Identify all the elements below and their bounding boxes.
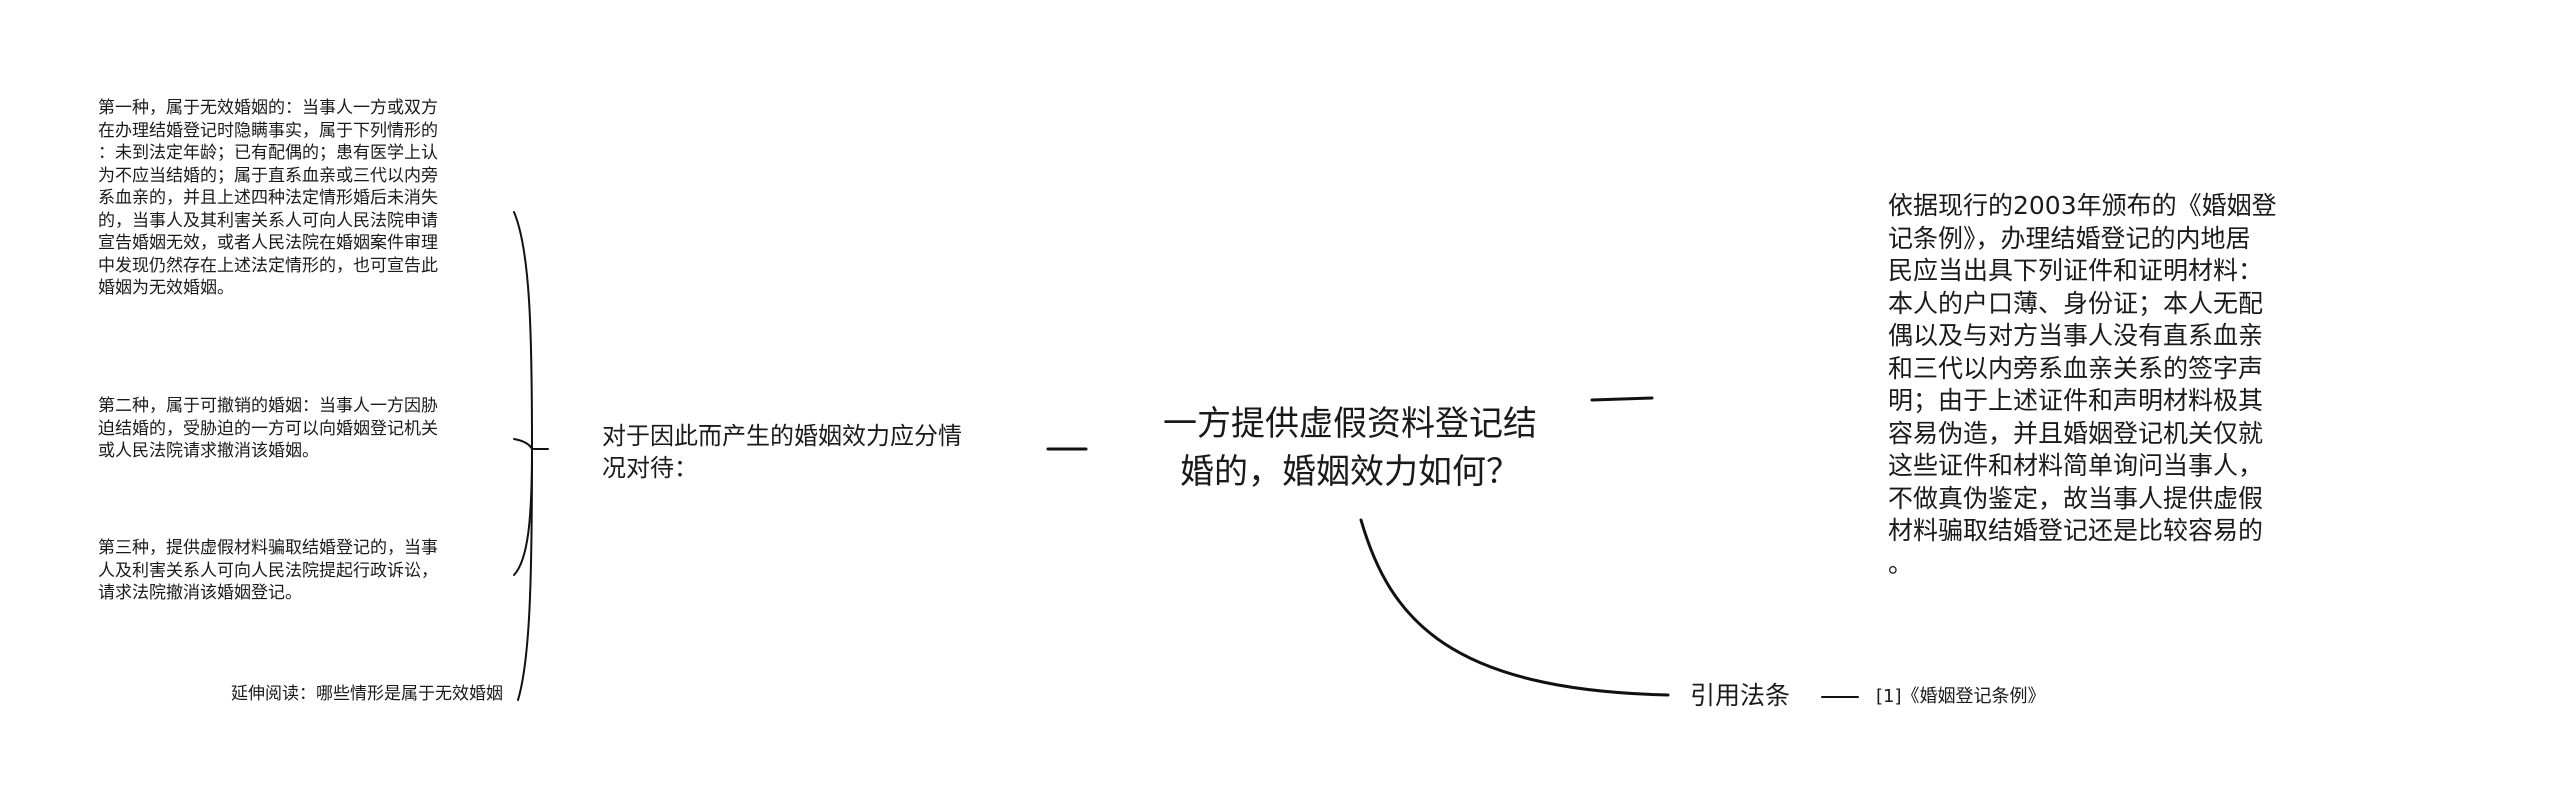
- law-branch-label[interactable]: 引用法条: [1690, 681, 1791, 710]
- left-branch-topic[interactable]: 对于因此而产生的婚姻效力应分情 况对待：: [602, 422, 962, 482]
- leaf-void-marriage[interactable]: 第一种，属于无效婚姻的：当事人一方或双方 在办理结婚登记时隐瞒事实，属于下列情形…: [98, 98, 438, 298]
- connector-leaf-2: [513, 438, 533, 450]
- leaf-revocable-marriage[interactable]: 第二种，属于可撤销的婚姻：当事人一方因胁 迫结婚的，受胁迫的一方可以向婚姻登记机…: [98, 396, 438, 461]
- connector-leaf-1: [513, 211, 533, 450]
- leaf-extended-reading[interactable]: 延伸阅读：哪些情形是属于无效婚姻: [231, 684, 503, 704]
- central-topic[interactable]: 一方提供虚假资料登记结 婚的，婚姻效力如何？: [1163, 404, 1537, 492]
- law-reference[interactable]: [1]《婚姻登记条例》: [1876, 686, 2046, 707]
- connector-leaf-4: [517, 448, 533, 701]
- connector-right: [1590, 396, 1654, 402]
- leaf-false-materials[interactable]: 第三种，提供虚假材料骗取结婚登记的，当事 人及利害关系人可向人民法院提起行政诉讼…: [98, 538, 438, 603]
- right-branch-text[interactable]: 依据现行的2003年颁布的《婚姻登 记条例》，办理结婚登记的内地居 民应当出具下…: [1888, 191, 2277, 578]
- connector-law: [1359, 518, 1670, 697]
